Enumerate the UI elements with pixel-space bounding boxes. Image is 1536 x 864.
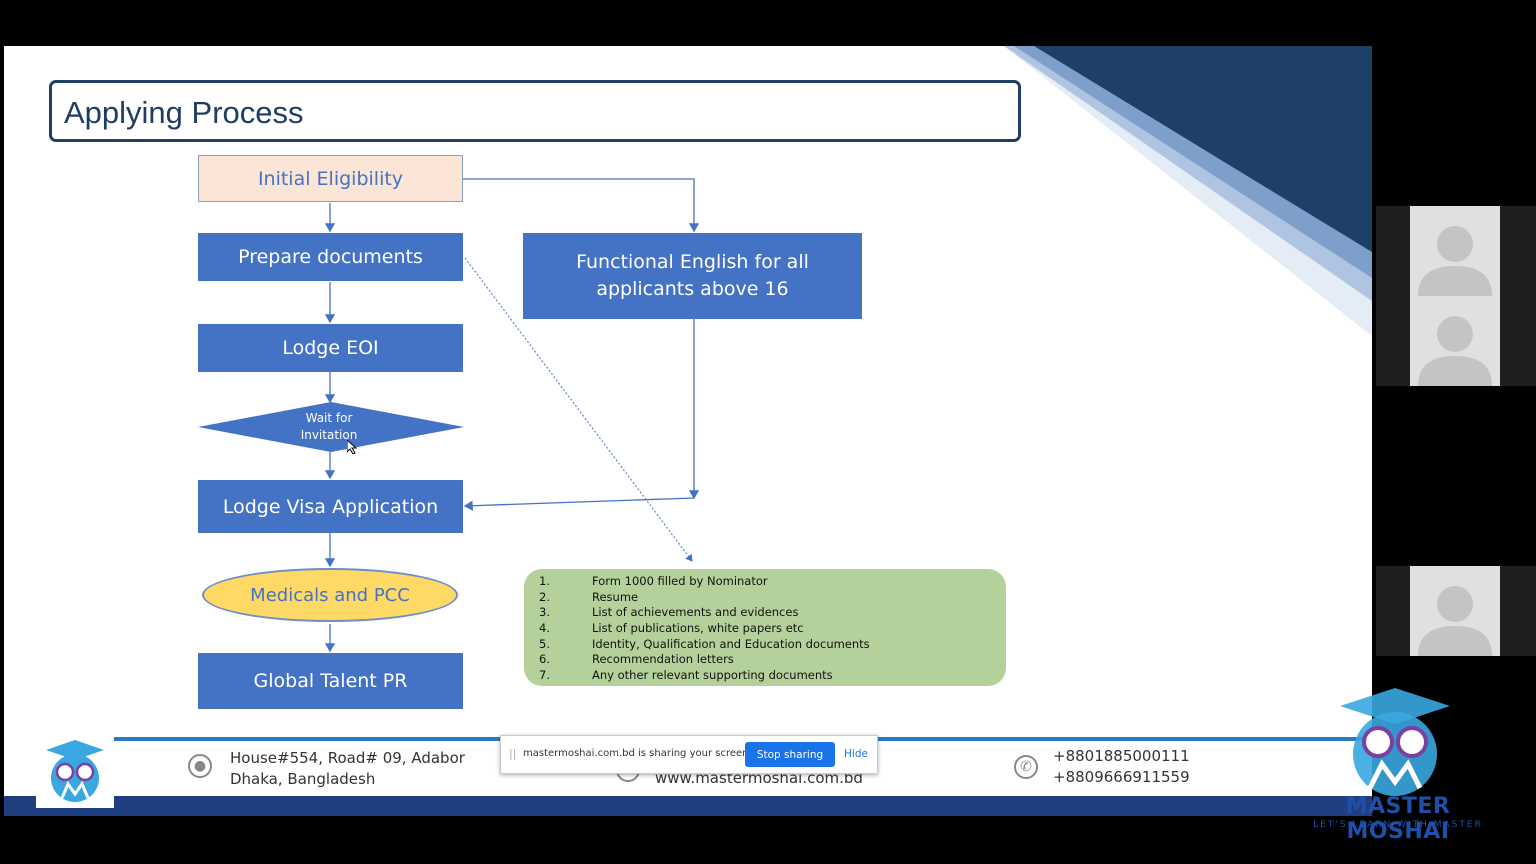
participant-tile[interactable] bbox=[1376, 206, 1536, 386]
wait-for-invitation-label: Wait for Invitation bbox=[284, 410, 374, 444]
avatar bbox=[1410, 206, 1500, 296]
user-silhouette-icon bbox=[1418, 226, 1492, 296]
footer-bar bbox=[4, 796, 1372, 816]
user-silhouette-icon bbox=[1418, 316, 1492, 386]
avatar bbox=[1410, 566, 1500, 656]
prepare-documents-label: Prepare documents bbox=[238, 246, 423, 268]
mouse-cursor-icon bbox=[347, 440, 357, 454]
screen-share-message: mastermoshai.com.bd is sharing your scre… bbox=[523, 748, 752, 759]
wait-line2: Invitation bbox=[300, 428, 358, 442]
functional-english-line2: applicants above 16 bbox=[596, 278, 789, 300]
lodge-eoi-box: Lodge EOI bbox=[198, 324, 463, 372]
address-line1: House#554, Road# 09, Adabor bbox=[230, 749, 465, 767]
medicals-and-pcc-oval: Medicals and PCC bbox=[202, 568, 458, 622]
initial-eligibility-box: Initial Eligibility bbox=[198, 155, 463, 202]
hide-button[interactable]: Hide bbox=[844, 748, 868, 760]
slide-title: Applying Process bbox=[64, 95, 304, 130]
slide-corner-decoration bbox=[1004, 46, 1372, 336]
master-moshai-logo-icon bbox=[1340, 688, 1450, 796]
footer-logo bbox=[36, 736, 114, 808]
list-item: 4.List of publications, white papers etc bbox=[539, 621, 804, 636]
address-line2: Dhaka, Bangladesh bbox=[230, 770, 376, 788]
brand-name: MASTER MOSHAI bbox=[1345, 794, 1451, 844]
brand-tagline: LET'S LEARN WITH MASTER bbox=[1313, 820, 1483, 830]
participant-tile[interactable] bbox=[1376, 566, 1536, 656]
footer-address: House#554, Road# 09, Adabor Dhaka, Bangl… bbox=[230, 748, 465, 790]
medicals-and-pcc-label: Medicals and PCC bbox=[250, 584, 410, 606]
functional-english-box: Functional English for all applicants ab… bbox=[523, 233, 862, 319]
avatar bbox=[1410, 296, 1500, 386]
wait-for-invitation-diamond bbox=[198, 402, 464, 452]
list-item: 3.List of achievements and evidences bbox=[539, 605, 799, 620]
lodge-visa-application-box: Lodge Visa Application bbox=[198, 480, 463, 533]
list-item: 2.Resume bbox=[539, 589, 639, 604]
phone-line2: +8809666911559 bbox=[1053, 768, 1190, 786]
phone-icon: ✆ bbox=[1014, 755, 1038, 779]
functional-english-line1: Functional English for all bbox=[576, 251, 809, 273]
list-item: 1.Form 1000 filled by Nominator bbox=[539, 574, 768, 588]
prepare-documents-box: Prepare documents bbox=[198, 233, 463, 281]
lodge-eoi-label: Lodge EOI bbox=[282, 337, 379, 359]
presentation-slide: Applying Process Initial Eligibility Pre… bbox=[4, 46, 1372, 816]
stop-sharing-button[interactable]: Stop sharing bbox=[745, 742, 835, 767]
owl-logo-icon bbox=[46, 740, 104, 802]
list-item: 5.Identity, Qualification and Education … bbox=[539, 636, 870, 651]
global-talent-pr-label: Global Talent PR bbox=[253, 670, 408, 692]
drag-handle-icon[interactable]: || bbox=[509, 747, 517, 760]
footer-phones: +8801885000111 +8809666911559 bbox=[1053, 746, 1190, 788]
initial-eligibility-label: Initial Eligibility bbox=[257, 167, 404, 190]
list-item: 7.Any other relevant supporting document… bbox=[539, 668, 833, 683]
flowchart-connectors bbox=[324, 178, 700, 653]
lodge-visa-application-label: Lodge Visa Application bbox=[222, 495, 439, 518]
required-documents-list: 1.Form 1000 filled by Nominator 2.Resume… bbox=[524, 569, 1006, 686]
global-talent-pr-box: Global Talent PR bbox=[198, 653, 463, 709]
wait-line1: Wait for bbox=[305, 411, 353, 425]
slide-title-box: Applying Process bbox=[49, 80, 1021, 142]
list-item: 6.Recommendation letters bbox=[539, 652, 734, 667]
screen-share-bar: || mastermoshai.com.bd is sharing your s… bbox=[500, 735, 878, 774]
user-silhouette-icon bbox=[1418, 586, 1492, 656]
phone-line1: +8801885000111 bbox=[1053, 747, 1190, 765]
location-pin-icon: ● bbox=[188, 754, 212, 778]
